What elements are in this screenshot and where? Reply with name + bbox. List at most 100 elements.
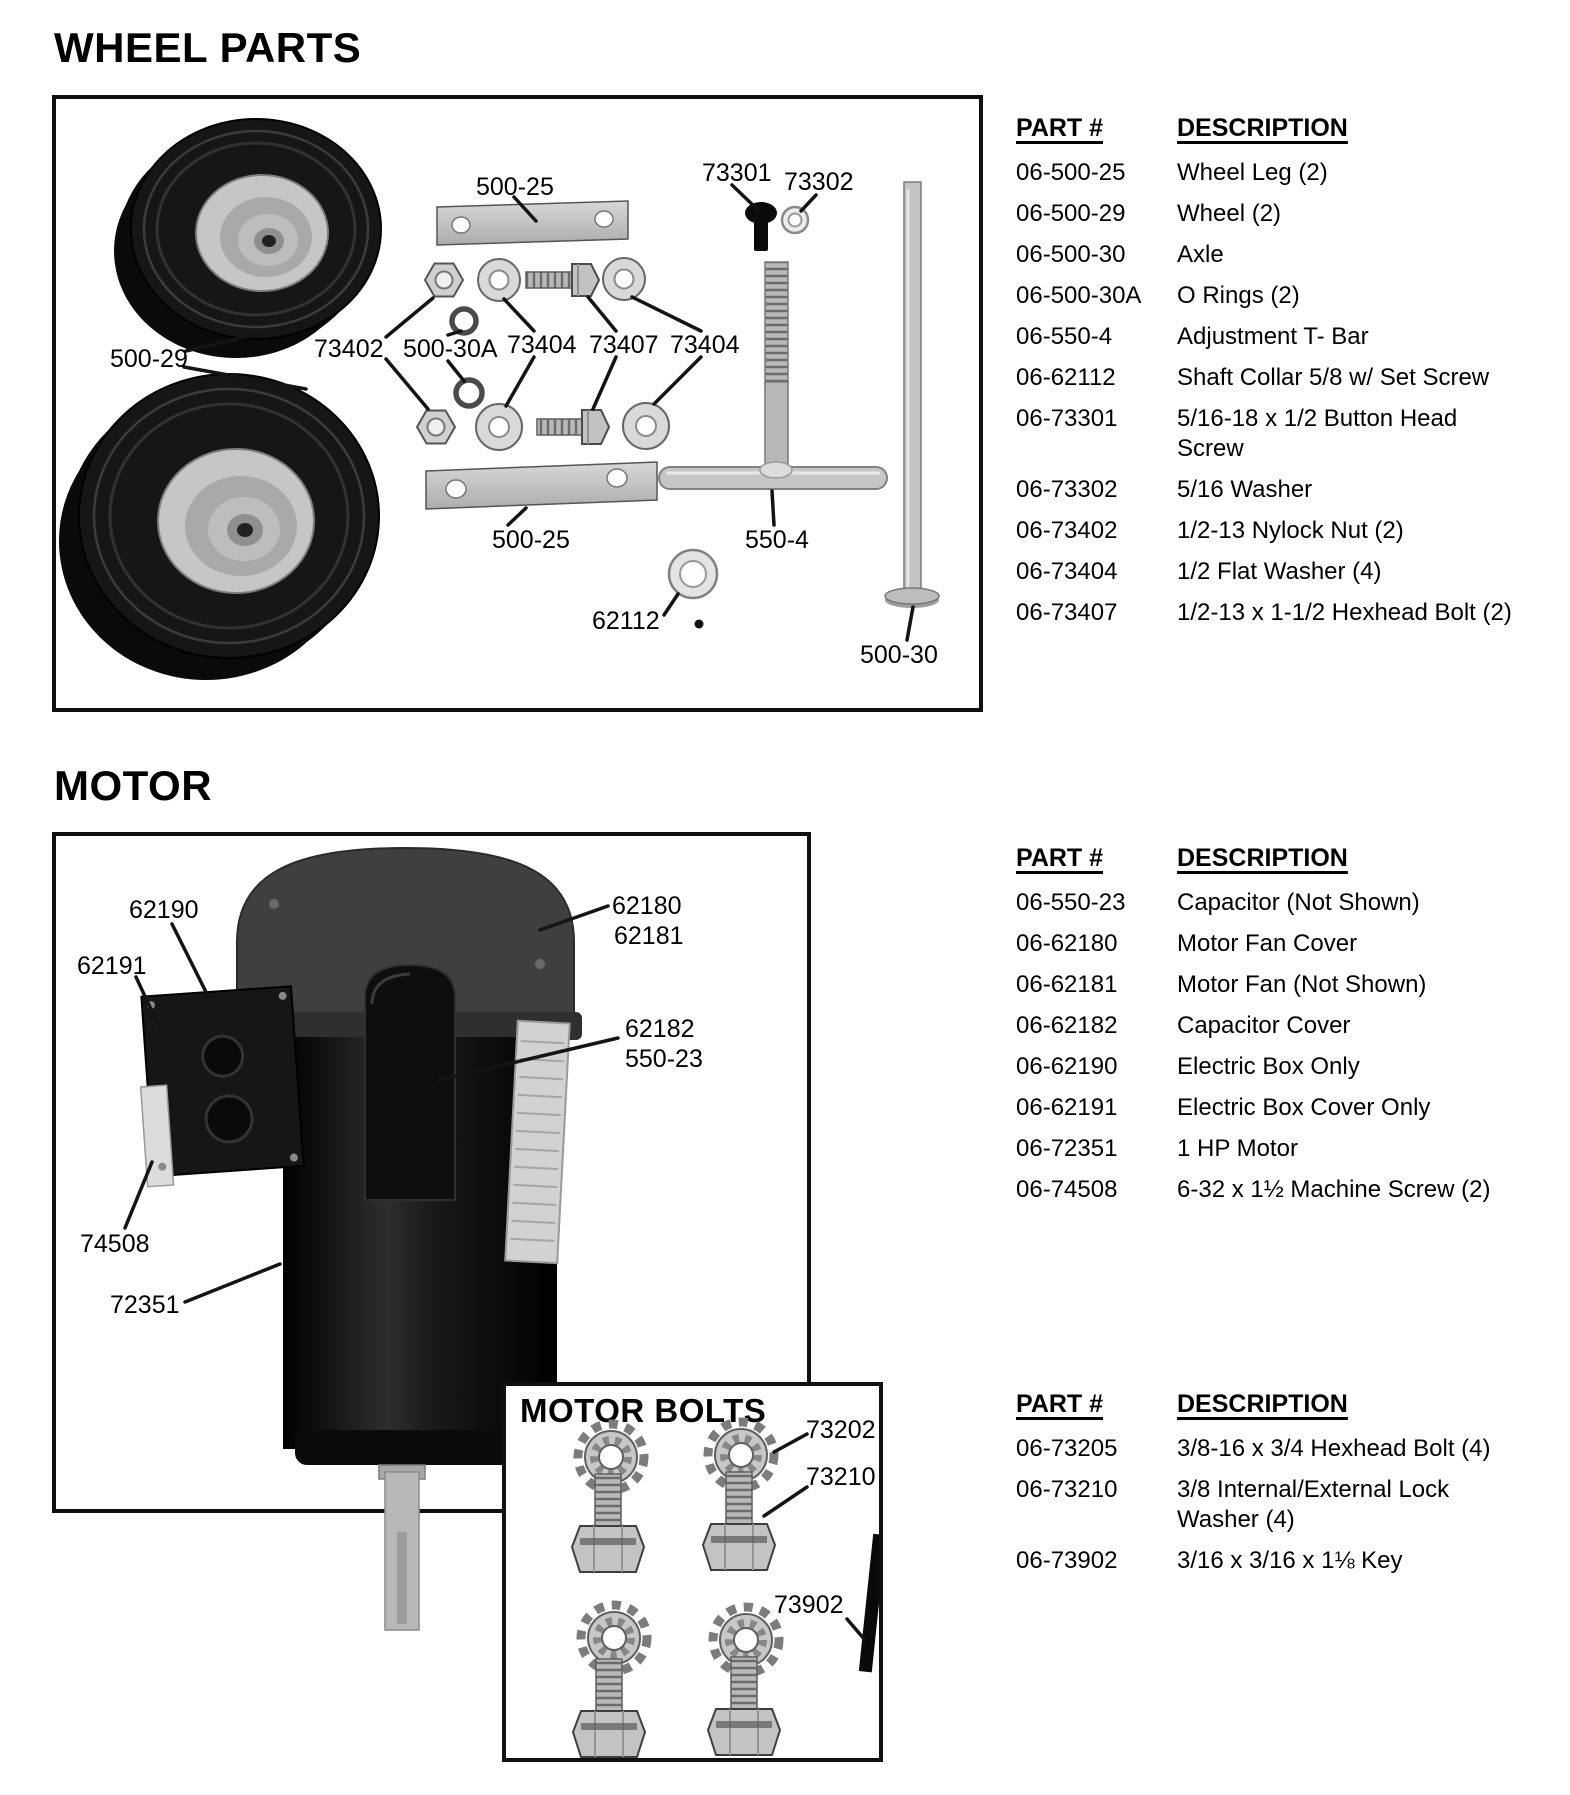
part-number: 06-73402 [1016,517,1118,544]
table-row: 06-73407 1/2-13 x 1-1/2 Hexhead Bolt (2) [1016,598,1536,628]
nameplate [504,1019,571,1265]
table-header: PART # DESCRIPTION [1016,1388,1536,1420]
table-row: 06-500-29 Wheel (2) [1016,199,1536,229]
table-row: 06-500-30 Axle [1016,240,1536,270]
table-row: 06-62112 Shaft Collar 5/8 w/ Set Screw [1016,363,1536,393]
part-number: 06-62181 [1016,971,1118,998]
part-description: 1 HP Motor [1177,1135,1298,1162]
table-row: 06-500-25 Wheel Leg (2) [1016,158,1536,188]
diagram-label-motor-fan: 62181 [614,922,684,950]
o-ring-top [449,306,479,336]
nylock-nut-bottom [416,409,456,445]
flat-washer-bottom-right [622,402,670,450]
diagram-label-plate-bottom: 500-25 [492,526,570,554]
part-number: 06-73302 [1016,476,1118,503]
table-header: PART # DESCRIPTION [1016,112,1536,144]
part-number: 06-62182 [1016,1012,1118,1039]
electric-box-illustration [139,985,305,1188]
part-number: 06-500-29 [1016,200,1126,227]
part-number: 06-74508 [1016,1176,1118,1203]
part-header: PART # [1016,844,1104,872]
diagram-label-capacitor: 550-23 [625,1045,703,1073]
part-header: PART # [1016,114,1104,142]
part-number: 06-62180 [1016,930,1118,957]
nylock-nut-top [424,262,464,298]
diagram-label-nylock-nut: 73402 [314,335,384,363]
part-number: 06-73205 [1016,1435,1118,1462]
part-number: 06-62112 [1016,364,1116,391]
o-ring-bottom [453,377,485,409]
diagram-label-plate-top: 500-25 [476,173,554,201]
diagram-label-shaft-collar: 62112 [592,607,660,635]
desc-header: DESCRIPTION [1177,844,1348,872]
part-description: Wheel Leg (2) [1177,159,1328,186]
part-number: 06-73210 [1016,1476,1118,1503]
table-row: 06-72351 1 HP Motor [1016,1134,1536,1164]
table-row: 06-73402 1/2-13 Nylock Nut (2) [1016,516,1536,546]
diagram-label-axle: 500-30 [860,641,938,669]
leader-lines [182,183,915,642]
part-number: 06-73301 [1016,405,1118,432]
table-header: PART # DESCRIPTION [1016,842,1536,874]
diagram-label-flat-washer-right: 73404 [670,331,740,359]
part-description: Capacitor Cover [1177,1012,1351,1039]
diagram-label-machine-screw: 74508 [80,1230,150,1258]
wheel-leg-plate-bottom [425,461,658,510]
hex-bolt [571,1473,645,1573]
hexhead-bolt-top [525,263,601,297]
part-number: 06-72351 [1016,1135,1118,1162]
wheel-illustration-top [114,118,382,358]
part-number: 06-73902 [1016,1547,1118,1574]
part-description: Motor Fan (Not Shown) [1177,971,1427,998]
part-number: 06-73407 [1016,599,1118,626]
diagram-label-flat-washer-left: 73404 [507,331,577,359]
part-description: Motor Fan Cover [1177,930,1358,957]
part-number: 06-73404 [1016,558,1118,585]
hex-bolt [702,1471,776,1571]
part-description: 5/16-18 x 1/2 Button Head Screw [1177,405,1458,462]
diagram-label-capacitor-cover: 62182 [625,1015,695,1043]
part-number: 06-500-30A [1016,282,1142,309]
diagram-label-wheel: 500-29 [110,345,188,373]
motor-bolts-diagram [571,1386,879,1758]
part-description: 1/2-13 Nylock Nut (2) [1177,517,1404,544]
part-description: 1/2 Flat Washer (4) [1177,558,1382,585]
part-number: 06-550-4 [1016,323,1113,350]
washer-5-16 [780,205,810,235]
wheel-parts-title: WHEEL PARTS [54,24,362,71]
diagram-label-key: 73902 [774,1591,844,1619]
diagram-label-hex-bolt: 73210 [806,1463,876,1491]
axle [884,181,940,608]
flat-washer-bottom-left [475,403,523,451]
part-number: 06-550-23 [1016,889,1126,916]
wheel-illustration-bottom [59,373,380,680]
part-description: Axle [1177,241,1224,268]
part-description: Shaft Collar 5/8 w/ Set Screw [1177,364,1490,391]
table-row: 06-62182 Capacitor Cover [1016,1011,1536,1041]
part-description: Wheel (2) [1177,200,1282,227]
part-description: 1/2-13 x 1-1/2 Hexhead Bolt (2) [1177,599,1512,626]
hex-bolt [572,1658,646,1758]
part-number: 06-62191 [1016,1094,1118,1121]
table-row: 06-62180 Motor Fan Cover [1016,929,1536,959]
shaft-collar [667,548,719,629]
wheel-parts-diagram [59,118,940,680]
part-header: PART # [1016,1390,1104,1418]
part-number: 06-500-25 [1016,159,1126,186]
part-number: 06-500-30 [1016,241,1126,268]
motor-diagram-area: 62190 62191 62180 62181 62182 550-23 745… [52,832,811,1642]
diagram-label-fan-cover: 62180 [612,892,682,920]
wheel-parts-table: PART # DESCRIPTION 06-500-25 Wheel Leg (2… [1016,112,1536,639]
motor-shaft [378,1464,426,1631]
